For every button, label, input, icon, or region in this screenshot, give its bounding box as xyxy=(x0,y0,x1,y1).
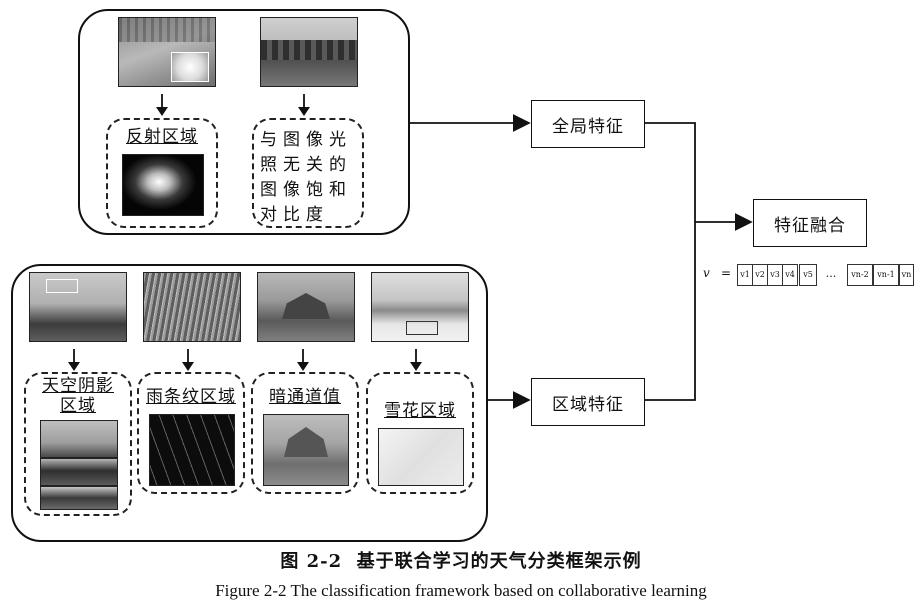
vector-equals: = xyxy=(721,266,732,280)
haze-photo xyxy=(257,272,355,342)
sky-shadow-photo xyxy=(29,272,127,342)
vector-symbol: v xyxy=(703,266,710,280)
reflection-highlight xyxy=(171,52,209,82)
sky-region-crop-1 xyxy=(40,420,118,458)
gate-building xyxy=(282,293,330,319)
line-global-to-join xyxy=(644,122,696,401)
sky-shadow-label: 天空阴影区域 xyxy=(42,376,114,416)
down-arrow xyxy=(156,94,168,116)
vector-cell: v4 xyxy=(782,264,798,286)
rain-streaks xyxy=(150,415,234,485)
sky-shadow-region: 天空阴影区域 xyxy=(24,372,132,516)
bicycles-silhouette xyxy=(119,18,215,42)
trees-silhouette xyxy=(261,40,357,60)
vector-cell: v2 xyxy=(752,264,768,286)
vector-cell: v3 xyxy=(767,264,783,286)
dark-channel-crop xyxy=(263,414,349,486)
snow-label: 雪花区域 xyxy=(384,401,456,421)
vector-cell: v5 xyxy=(799,264,817,286)
reflection-region: 反射区域 xyxy=(106,118,218,228)
sky-selection-box xyxy=(46,279,78,293)
rain-label: 雨条纹区域 xyxy=(146,387,236,407)
caption-english: Figure 2-2 The classification framework … xyxy=(215,581,707,600)
global-feature-box: 全局特征 xyxy=(531,100,645,148)
down-arrow xyxy=(298,94,310,116)
saturation-text: 与图像光照无关的图像饱和对比度 xyxy=(260,130,352,225)
dark-channel-region: 暗通道值 xyxy=(251,372,359,494)
rain-region-crop xyxy=(149,414,235,486)
sky-region-crop-2 xyxy=(40,458,118,486)
vector-cell: ... xyxy=(825,267,837,280)
snow-region-crop xyxy=(378,428,464,486)
rain-region: 雨条纹区域 xyxy=(137,372,245,494)
snow-region: 雪花区域 xyxy=(366,372,474,494)
saturation-region: 与图像光照无关的图像饱和对比度 xyxy=(252,118,364,228)
vector-cell: vn-1 xyxy=(873,264,899,286)
sky-region-crop-3 xyxy=(40,486,118,510)
reflection-photo xyxy=(122,154,204,216)
snow-photo xyxy=(371,272,469,342)
snow-selection-box xyxy=(406,321,438,335)
down-arrow xyxy=(182,349,194,371)
reflection-label: 反射区域 xyxy=(126,127,198,147)
feature-fusion-box: 特征融合 xyxy=(753,199,867,247)
dark-channel-label: 暗通道值 xyxy=(269,387,341,407)
rain-photo xyxy=(143,272,241,342)
vector-cell: vn-2 xyxy=(847,264,873,286)
down-arrow xyxy=(410,349,422,371)
down-arrow xyxy=(68,349,80,371)
street-photo xyxy=(260,17,358,87)
region-feature-box: 区域特征 xyxy=(531,378,645,426)
vector-cell: v1 xyxy=(737,264,753,286)
caption-chinese: 图 2-2 基于联合学习的天气分类框架示例 xyxy=(280,551,642,572)
down-arrow xyxy=(297,349,309,371)
gate-building xyxy=(284,427,328,457)
vector-cell: vn xyxy=(899,264,914,286)
feature-vector: v1 v2 v3 v4 v5 ... vn-2 vn-1 vn xyxy=(737,264,914,286)
pavement-photo xyxy=(118,17,216,87)
